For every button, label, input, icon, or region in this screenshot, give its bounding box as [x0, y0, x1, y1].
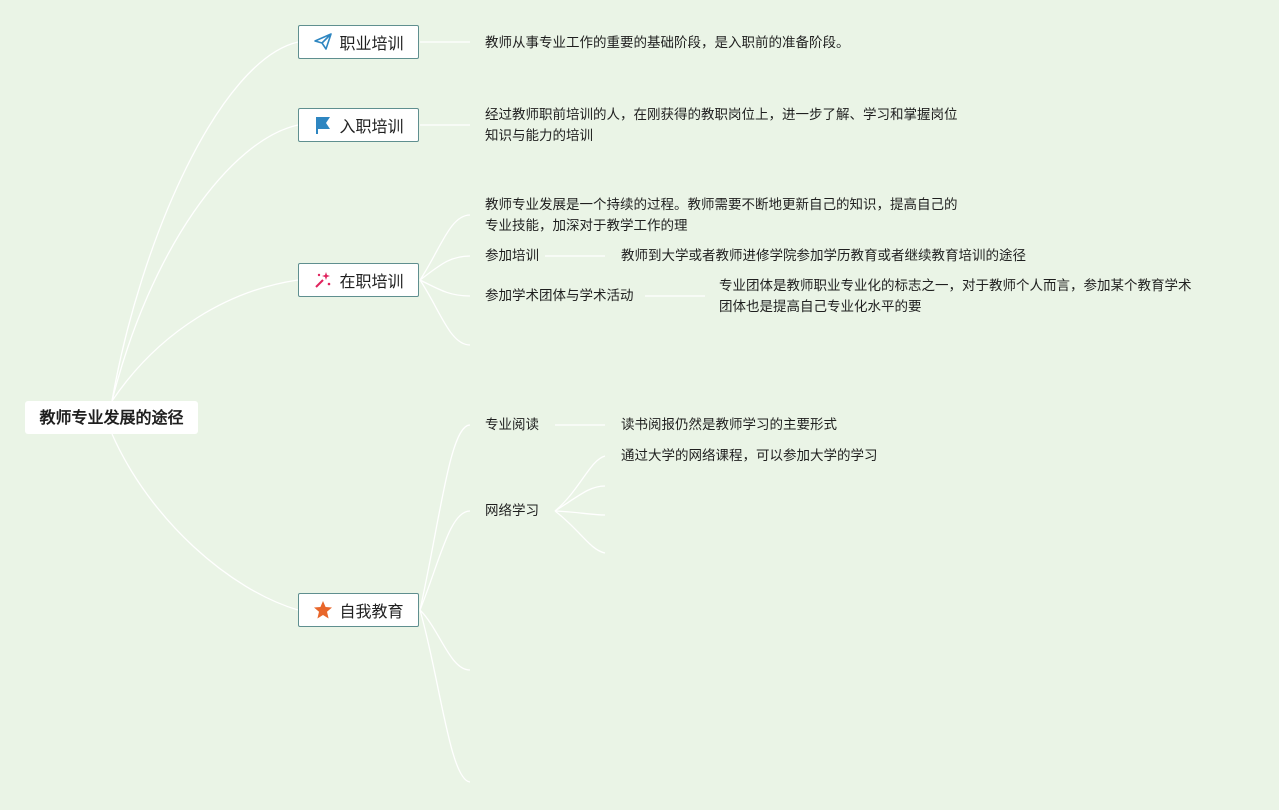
topic-online-learning[interactable]: 网络学习: [485, 503, 539, 519]
branch-self-education[interactable]: 自我教育: [298, 593, 419, 627]
branch-label: 自我教育: [339, 602, 404, 621]
attend-training-description[interactable]: 教师到大学或者教师进修学院参加学历教育或者继续教育培训的途径: [621, 248, 1026, 264]
inservice-description-line-1[interactable]: 教师专业发展是一个持续的过程。教师需要不断地更新自己的知识，提高自己的: [485, 197, 958, 213]
induction-description-line-1[interactable]: 经过教师职前培训的人，在刚获得的教职岗位上，进一步了解、学习和掌握岗位: [485, 107, 958, 123]
academic-description-line-1[interactable]: 专业团体是教师职业专业化的标志之一，对于教师个人而言，参加某个教育学术: [719, 278, 1192, 294]
flag-icon: [313, 115, 333, 135]
branch-induction-training[interactable]: 入职培训: [298, 108, 419, 142]
online-learning-description[interactable]: 通过大学的网络课程，可以参加大学的学习: [621, 448, 878, 464]
branch-label: 职业培训: [339, 34, 404, 53]
branch-label: 在职培训: [339, 272, 404, 291]
vocational-description[interactable]: 教师从事专业工作的重要的基础阶段，是入职前的准备阶段。: [485, 35, 850, 51]
academic-description-line-2[interactable]: 团体也是提高自己专业化水平的要: [719, 299, 922, 315]
star-icon: [313, 600, 333, 620]
branch-label: 入职培训: [339, 117, 404, 136]
branch-vocational-training[interactable]: 职业培训: [298, 25, 419, 59]
topic-attend-training[interactable]: 参加培训: [485, 248, 539, 264]
topic-professional-reading[interactable]: 专业阅读: [485, 417, 539, 433]
root-topic[interactable]: 教师专业发展的途径: [25, 401, 198, 434]
topic-academic-activities[interactable]: 参加学术团体与学术活动: [485, 288, 634, 304]
induction-description-line-2[interactable]: 知识与能力的培训: [485, 128, 593, 144]
reading-description[interactable]: 读书阅报仍然是教师学习的主要形式: [621, 417, 837, 433]
magic-wand-icon: [313, 270, 333, 290]
paper-plane-icon: [313, 32, 333, 52]
branch-inservice-training[interactable]: 在职培训: [298, 263, 419, 297]
inservice-description-line-2[interactable]: 专业技能，加深对于教学工作的理: [485, 218, 688, 234]
